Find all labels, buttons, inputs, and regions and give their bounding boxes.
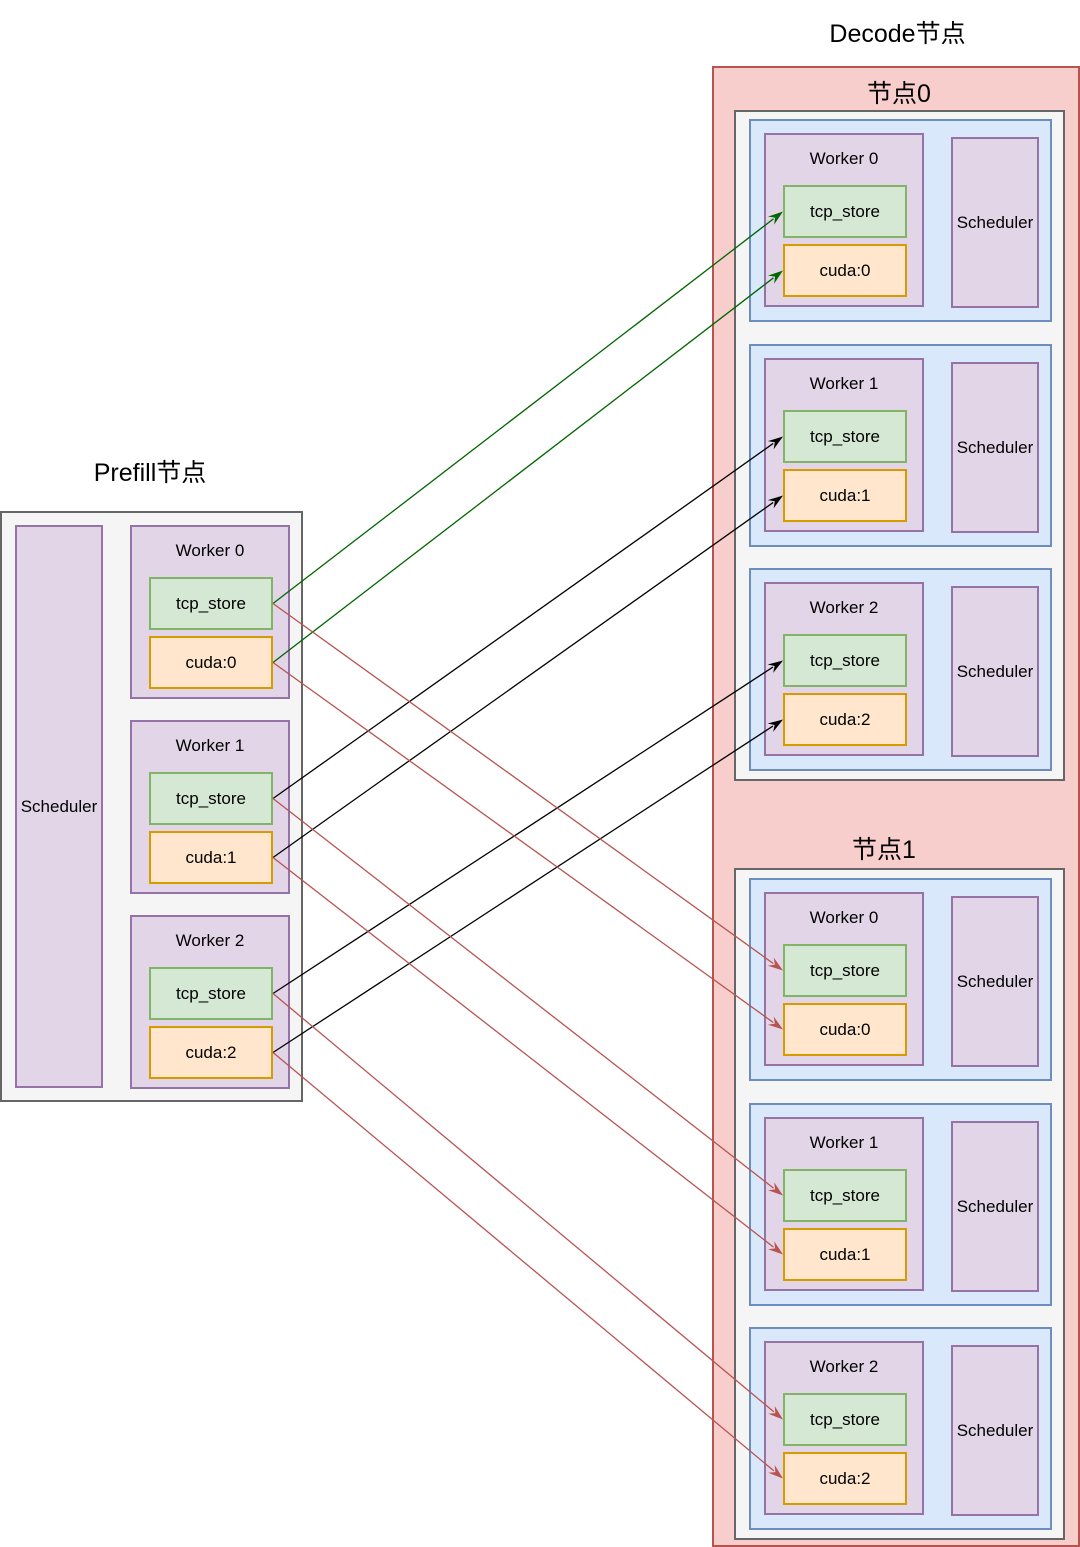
decode-n1-w0-cuda[interactable]: cuda:0 bbox=[783, 1003, 907, 1056]
decode-n1-group-0: Worker 0 tcp_store cuda:0 Scheduler bbox=[749, 878, 1052, 1081]
worker-title: Worker 2 bbox=[175, 931, 245, 950]
decode-n0-w1-tcp-store[interactable]: tcp_store bbox=[783, 410, 907, 463]
prefill-w2-tcp-store[interactable]: tcp_store bbox=[149, 967, 273, 1020]
decode-title: Decode节点 bbox=[829, 20, 966, 48]
connection-line-9 bbox=[272, 856, 774, 1248]
decode-n0-worker-2[interactable]: Worker 2 tcp_store cuda:2 bbox=[764, 582, 924, 756]
decode-n0-group-0: Worker 0 tcp_store cuda:0 Scheduler bbox=[749, 119, 1052, 322]
worker-title: Worker 0 bbox=[175, 541, 245, 560]
connection-line-10 bbox=[272, 993, 775, 1413]
decode-n1-worker-0[interactable]: Worker 0 tcp_store cuda:0 bbox=[764, 892, 924, 1066]
worker-title: Worker 0 bbox=[809, 149, 879, 168]
connection-line-1 bbox=[272, 277, 774, 664]
prefill-w0-tcp-store[interactable]: tcp_store bbox=[149, 577, 273, 630]
prefill-w1-cuda[interactable]: cuda:1 bbox=[149, 831, 273, 884]
decode-n0-worker-0[interactable]: Worker 0 tcp_store cuda:0 bbox=[764, 133, 924, 307]
prefill-node: Scheduler Worker 0 tcp_store cuda:0 Work… bbox=[0, 511, 303, 1102]
decode-n0-group-2: Worker 2 tcp_store cuda:2 Scheduler bbox=[749, 568, 1052, 771]
prefill-worker-2[interactable]: Worker 2 tcp_store cuda:2 bbox=[130, 915, 290, 1089]
prefill-w1-tcp-store[interactable]: tcp_store bbox=[149, 772, 273, 825]
prefill-worker-0[interactable]: Worker 0 tcp_store cuda:0 bbox=[130, 525, 290, 699]
decode-n1-worker-1[interactable]: Worker 1 tcp_store cuda:1 bbox=[764, 1117, 924, 1291]
prefill-scheduler[interactable]: Scheduler bbox=[15, 525, 103, 1088]
decode-n1-w0-tcp-store[interactable]: tcp_store bbox=[783, 944, 907, 997]
connection-line-3 bbox=[272, 501, 774, 859]
connection-line-7 bbox=[272, 661, 774, 1024]
connection-line-0 bbox=[272, 218, 774, 605]
decode-n0-w0-cuda[interactable]: cuda:0 bbox=[783, 244, 907, 297]
connection-line-11 bbox=[272, 1052, 775, 1472]
decode-n0-scheduler-0[interactable]: Scheduler bbox=[951, 137, 1039, 308]
decode-n0-w0-tcp-store[interactable]: tcp_store bbox=[783, 185, 907, 238]
decode-node-0-title: 节点0 bbox=[867, 80, 931, 108]
decode-node-0: Worker 0 tcp_store cuda:0 Scheduler Work… bbox=[734, 110, 1065, 781]
decode-n1-w2-tcp-store[interactable]: tcp_store bbox=[783, 1393, 907, 1446]
decode-n1-w1-tcp-store[interactable]: tcp_store bbox=[783, 1169, 907, 1222]
worker-title: Worker 1 bbox=[175, 736, 245, 755]
worker-title: Worker 1 bbox=[809, 374, 879, 393]
decode-n1-scheduler-2[interactable]: Scheduler bbox=[951, 1345, 1039, 1516]
connection-line-4 bbox=[272, 666, 774, 995]
connection-line-2 bbox=[272, 442, 774, 800]
decode-n1-worker-2[interactable]: Worker 2 tcp_store cuda:2 bbox=[764, 1341, 924, 1515]
decode-n0-worker-1[interactable]: Worker 1 tcp_store cuda:1 bbox=[764, 358, 924, 532]
worker-title: Worker 2 bbox=[809, 598, 879, 617]
connection-line-6 bbox=[272, 602, 774, 965]
connection-line-5 bbox=[272, 725, 774, 1054]
decode-n1-group-1: Worker 1 tcp_store cuda:1 Scheduler bbox=[749, 1103, 1052, 1306]
prefill-w2-cuda[interactable]: cuda:2 bbox=[149, 1026, 273, 1079]
decode-n1-scheduler-0[interactable]: Scheduler bbox=[951, 896, 1039, 1067]
prefill-title: Prefill节点 bbox=[93, 459, 207, 487]
decode-node-1: Worker 0 tcp_store cuda:0 Scheduler Work… bbox=[734, 868, 1065, 1540]
decode-node-1-title: 节点1 bbox=[852, 836, 916, 864]
worker-title: Worker 2 bbox=[809, 1357, 879, 1376]
decode-n0-scheduler-2[interactable]: Scheduler bbox=[951, 586, 1039, 757]
decode-n0-w1-cuda[interactable]: cuda:1 bbox=[783, 469, 907, 522]
decode-n1-w1-cuda[interactable]: cuda:1 bbox=[783, 1228, 907, 1281]
decode-n1-w2-cuda[interactable]: cuda:2 bbox=[783, 1452, 907, 1505]
prefill-worker-1[interactable]: Worker 1 tcp_store cuda:1 bbox=[130, 720, 290, 894]
worker-title: Worker 1 bbox=[809, 1133, 879, 1152]
worker-title: Worker 0 bbox=[809, 908, 879, 927]
connection-line-8 bbox=[272, 797, 774, 1189]
decode-n0-w2-tcp-store[interactable]: tcp_store bbox=[783, 634, 907, 687]
decode-n1-scheduler-1[interactable]: Scheduler bbox=[951, 1121, 1039, 1292]
decode-n1-group-2: Worker 2 tcp_store cuda:2 Scheduler bbox=[749, 1327, 1052, 1530]
decode-n0-group-1: Worker 1 tcp_store cuda:1 Scheduler bbox=[749, 344, 1052, 547]
decode-n0-w2-cuda[interactable]: cuda:2 bbox=[783, 693, 907, 746]
prefill-w0-cuda[interactable]: cuda:0 bbox=[149, 636, 273, 689]
decode-cluster: 节点0 Worker 0 tcp_store cuda:0 Scheduler … bbox=[712, 66, 1080, 1547]
decode-n0-scheduler-1[interactable]: Scheduler bbox=[951, 362, 1039, 533]
